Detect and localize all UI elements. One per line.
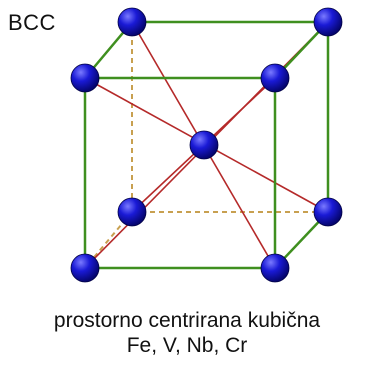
caption: prostorno centrirana kubična Fe, V, Nb, …	[0, 308, 374, 358]
atom-corner	[70, 63, 100, 93]
structure-title: BCC	[8, 10, 56, 35]
atoms	[70, 7, 343, 283]
atom-corner	[117, 7, 147, 37]
atom-corner	[260, 63, 290, 93]
atom-corner	[70, 253, 100, 283]
caption-line-elements: Fe, V, Nb, Cr	[126, 334, 248, 357]
atom-corner	[117, 197, 147, 227]
caption-line-structure: prostorno centrirana kubična	[53, 309, 321, 332]
atom-corner	[313, 197, 343, 227]
atom-corner	[260, 253, 290, 283]
atom-center	[189, 130, 219, 160]
atom-corner	[313, 7, 343, 37]
bcc-unit-cell-diagram	[70, 7, 343, 283]
